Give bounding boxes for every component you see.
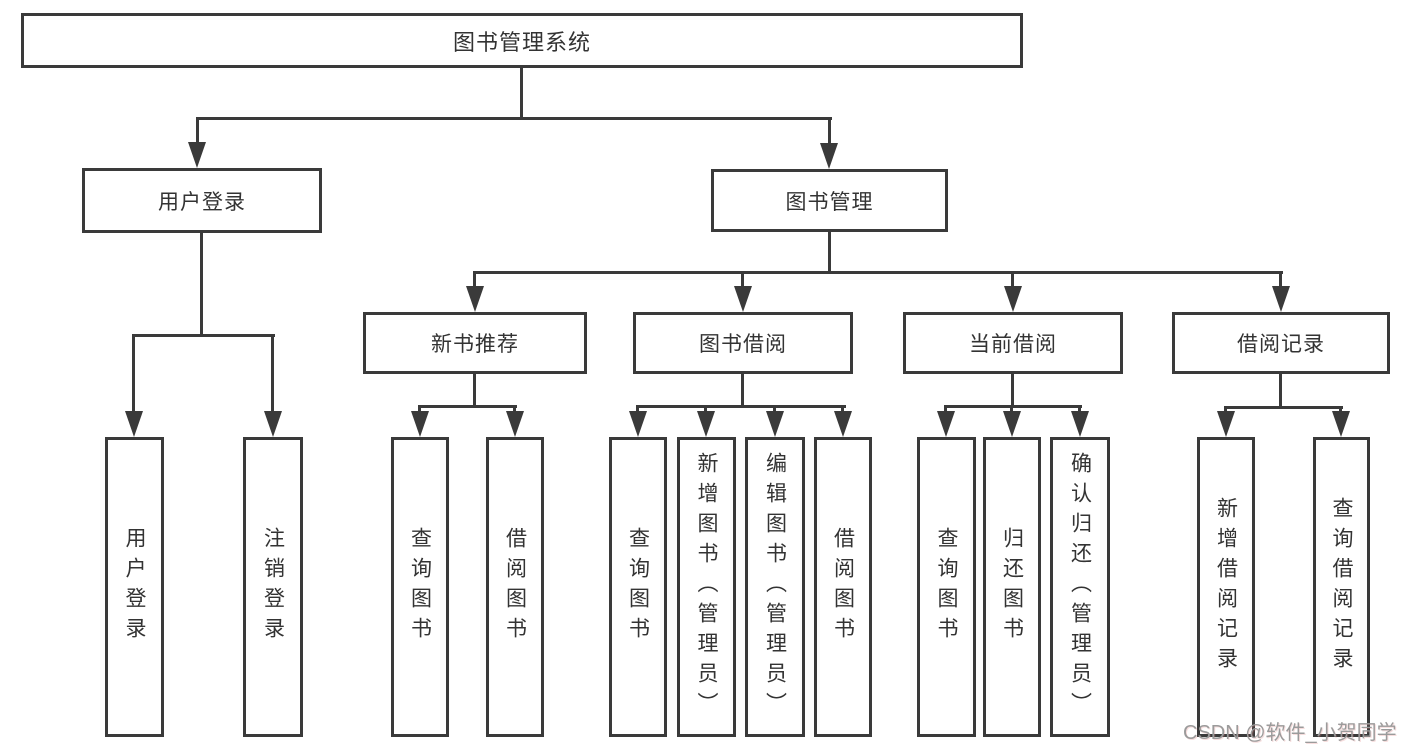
arrow-down-icon bbox=[1217, 411, 1235, 437]
node-label: 注销登录 bbox=[261, 527, 285, 647]
arrow-down-icon bbox=[766, 411, 784, 437]
node-library-management-system: 图书管理系统 bbox=[21, 13, 1023, 68]
node-label: 用户登录 bbox=[158, 190, 246, 214]
node-label: 归还图书 bbox=[1000, 527, 1024, 647]
connector-records-bar bbox=[1224, 406, 1343, 409]
connector-root-bar bbox=[196, 117, 832, 120]
arrow-down-icon bbox=[264, 411, 282, 437]
connector-new-book-bar bbox=[418, 405, 517, 408]
node-new-book-recommend: 新书推荐 bbox=[363, 312, 587, 374]
arrow-down-icon bbox=[411, 411, 429, 437]
arrow-down-icon bbox=[629, 411, 647, 437]
node-label: 查询借阅记录 bbox=[1330, 497, 1353, 677]
leaf-query-borrow-record: 查询借阅记录 bbox=[1313, 437, 1370, 737]
connector-user-login-drop-1 bbox=[132, 334, 135, 413]
connector-current-borrow-drop-2 bbox=[1010, 405, 1013, 413]
leaf-return-books: 归还图书 bbox=[983, 437, 1041, 737]
connector-records-drop-1 bbox=[1224, 406, 1227, 413]
connector-book-borrow-bar bbox=[636, 405, 846, 408]
leaf-borrow-books: 借阅图书 bbox=[814, 437, 872, 737]
connector-user-login-stem bbox=[200, 233, 203, 337]
node-book-management: 图书管理 bbox=[711, 169, 948, 232]
connector-book-management-drop-2 bbox=[741, 271, 744, 287]
node-label: 图书管理系统 bbox=[452, 29, 591, 55]
node-label: 查询图书 bbox=[408, 527, 432, 647]
node-user-login: 用户登录 bbox=[82, 168, 322, 233]
arrow-down-icon bbox=[1272, 286, 1290, 312]
arrow-down-icon bbox=[188, 142, 206, 168]
node-label: 新增借阅记录 bbox=[1214, 497, 1238, 677]
arrow-down-icon bbox=[1071, 411, 1089, 437]
arrow-down-icon bbox=[937, 411, 955, 437]
arrow-down-icon bbox=[1004, 286, 1022, 312]
connector-current-borrow-drop-3 bbox=[1078, 405, 1081, 413]
leaf-borrow-books-recommend: 借阅图书 bbox=[486, 437, 544, 737]
leaf-logout: 注销登录 bbox=[243, 437, 303, 737]
arrow-down-icon bbox=[734, 286, 752, 312]
connector-book-borrow-stem bbox=[741, 374, 744, 407]
connector-book-management-drop-4 bbox=[1279, 271, 1282, 287]
connector-new-book-drop-2 bbox=[513, 405, 516, 413]
leaf-query-books-recommend: 查询图书 bbox=[391, 437, 449, 737]
node-label: 借阅图书 bbox=[503, 527, 527, 647]
connector-current-borrow-stem bbox=[1011, 374, 1014, 407]
leaf-confirm-return-admin: 确认归还（管理员） bbox=[1050, 437, 1110, 737]
node-label: 图书管理 bbox=[785, 190, 874, 214]
connector-user-login-bar bbox=[133, 334, 275, 337]
connector-new-book-stem bbox=[473, 374, 476, 407]
leaf-edit-books-admin: 编辑图书（管理员） bbox=[745, 437, 805, 737]
connector-book-management-drop-3 bbox=[1011, 271, 1014, 287]
csdn-watermark: CSDN @软件_小贺同学 bbox=[1183, 722, 1397, 744]
node-label: 查询图书 bbox=[626, 527, 650, 647]
leaf-user-login: 用户登录 bbox=[105, 437, 164, 737]
node-label: 新书推荐 bbox=[431, 333, 519, 356]
leaf-query-books-borrowing: 查询图书 bbox=[609, 437, 667, 737]
arrow-down-icon bbox=[1332, 411, 1350, 437]
node-label: 新增图书（管理员） bbox=[695, 452, 718, 722]
node-label: 借阅图书 bbox=[831, 527, 855, 647]
connector-book-borrow-drop-3 bbox=[773, 405, 776, 413]
arrow-down-icon bbox=[125, 411, 143, 437]
connector-book-management-drop-1 bbox=[473, 271, 476, 287]
arrow-down-icon bbox=[506, 411, 524, 437]
node-book-borrowing: 图书借阅 bbox=[633, 312, 853, 374]
node-borrowing-records: 借阅记录 bbox=[1172, 312, 1390, 374]
connector-current-borrow-drop-1 bbox=[944, 405, 947, 413]
node-label: 图书借阅 bbox=[699, 333, 787, 356]
connector-book-borrow-drop-1 bbox=[636, 405, 639, 413]
arrow-down-icon bbox=[1003, 411, 1021, 437]
connector-root-drop-left bbox=[196, 117, 199, 145]
connector-current-borrow-bar bbox=[944, 405, 1082, 408]
connector-user-login-drop-2 bbox=[271, 334, 274, 413]
connector-book-management-stem bbox=[828, 232, 831, 274]
connector-book-borrow-drop-2 bbox=[704, 405, 707, 413]
node-label: 查询图书 bbox=[935, 527, 958, 647]
connector-records-stem bbox=[1279, 374, 1282, 408]
connector-root-drop-right bbox=[828, 117, 831, 145]
connector-book-borrow-drop-4 bbox=[841, 405, 844, 413]
arrow-down-icon bbox=[697, 411, 715, 437]
node-label: 当前借阅 bbox=[969, 333, 1057, 356]
arrow-down-icon bbox=[834, 411, 852, 437]
node-label: 用户登录 bbox=[123, 527, 146, 647]
connector-book-management-bar bbox=[473, 271, 1283, 274]
node-label: 借阅记录 bbox=[1237, 333, 1325, 356]
connector-root-stem bbox=[520, 68, 523, 119]
arrow-down-icon bbox=[820, 143, 838, 169]
node-label: 确认归还（管理员） bbox=[1068, 452, 1092, 722]
connector-new-book-drop-1 bbox=[418, 405, 421, 413]
node-label: 编辑图书（管理员） bbox=[763, 452, 787, 722]
node-current-borrowing: 当前借阅 bbox=[903, 312, 1123, 374]
leaf-query-books-current: 查询图书 bbox=[917, 437, 976, 737]
leaf-add-borrow-record: 新增借阅记录 bbox=[1197, 437, 1255, 737]
connector-records-drop-2 bbox=[1339, 406, 1342, 413]
leaf-add-books-admin: 新增图书（管理员） bbox=[677, 437, 736, 737]
arrow-down-icon bbox=[466, 286, 484, 312]
